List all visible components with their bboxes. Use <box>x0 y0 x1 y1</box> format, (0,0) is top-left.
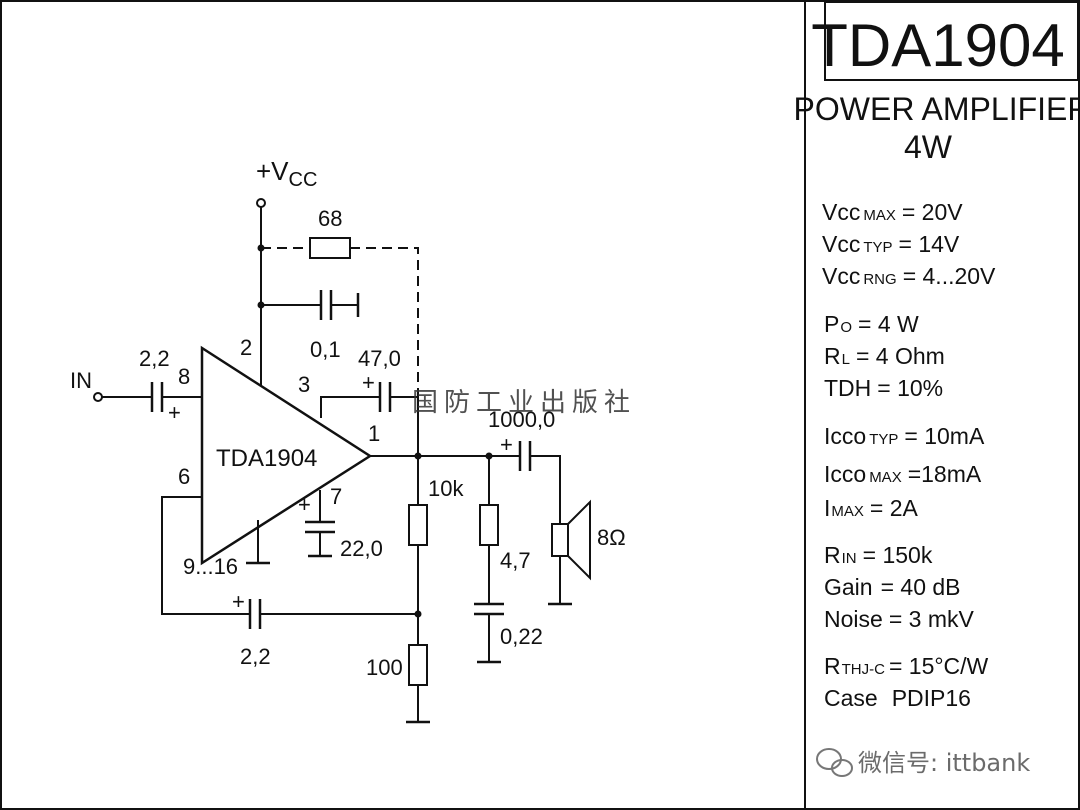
pin-9-16-label: 9...16 <box>183 554 238 579</box>
pin-8-label: 8 <box>178 364 190 389</box>
wire-pin6-feedback <box>161 496 250 615</box>
publisher-watermark: 国防工业出版社 <box>412 388 636 418</box>
subtitle-power-rating: 4W <box>904 129 953 165</box>
cap-bootstrap-plus: + <box>362 370 375 395</box>
input-terminal <box>93 392 103 402</box>
spec-gain: Gain= 40 dB <box>824 574 961 600</box>
resistor-68 <box>309 237 351 259</box>
spec-po: PO= 4 W <box>824 311 919 337</box>
tda1904-ic-symbol <box>200 345 373 566</box>
wire-pin3 <box>320 396 380 418</box>
ic-label: TDA1904 <box>216 445 317 472</box>
spec-tdh: TDH= 10% <box>824 375 943 401</box>
dashed-wire-right <box>350 247 419 400</box>
pin-6-label: 6 <box>178 464 190 489</box>
cap-input-label: 2,2 <box>139 346 170 371</box>
pin-2-label: 2 <box>240 335 252 360</box>
amplifier-schematic: +VCC 68 0,1 TDA1904 2 8 3 1 6 7 9...16 I… <box>70 156 626 724</box>
cap-feedback-label: 2,2 <box>240 644 271 669</box>
pin-3-label: 3 <box>298 372 310 397</box>
spec-rl: RL= 4 Ohm <box>824 343 945 369</box>
spec-rin: RIN= 150k <box>824 542 933 568</box>
cap-pin7-label: 22,0 <box>340 536 383 561</box>
wechat-icon <box>816 748 853 777</box>
cap-output-plus: + <box>500 432 513 457</box>
resistor-10k-label: 10k <box>428 476 464 501</box>
junction-output <box>414 452 422 460</box>
cap-zobel-label: 0,22 <box>500 624 543 649</box>
vcc-label: +VCC <box>256 156 317 191</box>
resistor-68-label: 68 <box>318 206 342 231</box>
spec-imax: IMAX= 2A <box>824 495 919 521</box>
pin-7-label: 7 <box>330 484 342 509</box>
spec-rthjc: RTHJ-C= 15°C/W <box>824 653 989 679</box>
cap-bootstrap-label: 47,0 <box>358 346 401 371</box>
resistor-4-7-label: 4,7 <box>500 548 531 573</box>
subtitle-power-amplifier: POWER AMPLIFIER <box>794 91 1080 127</box>
cap-pin7-plus: + <box>298 492 311 517</box>
part-number-title: TDA1904 <box>811 12 1064 79</box>
vcc-terminal <box>256 198 266 208</box>
cap-feedback-plus: + <box>232 589 245 614</box>
resistor-4-7 <box>479 504 499 546</box>
cap-01-label: 0,1 <box>310 337 341 362</box>
resistor-100 <box>408 644 428 686</box>
cap-input-plus: + <box>168 400 181 425</box>
wechat-watermark: 微信号: ittbank <box>816 748 1030 777</box>
resistor-10k <box>408 504 428 546</box>
spec-noise: Noise= 3 mkV <box>824 606 974 632</box>
resistor-100-label: 100 <box>366 655 403 680</box>
wechat-id-text: 微信号: ittbank <box>858 749 1030 777</box>
wire-to-speaker <box>530 455 561 524</box>
pin-1-label: 1 <box>368 421 380 446</box>
title-box <box>824 1 1079 81</box>
speaker-label: 8Ω <box>597 525 626 550</box>
speaker-icon <box>551 499 591 581</box>
cap-output-label: 1000,0 <box>488 407 555 432</box>
input-label: IN <box>70 368 92 393</box>
